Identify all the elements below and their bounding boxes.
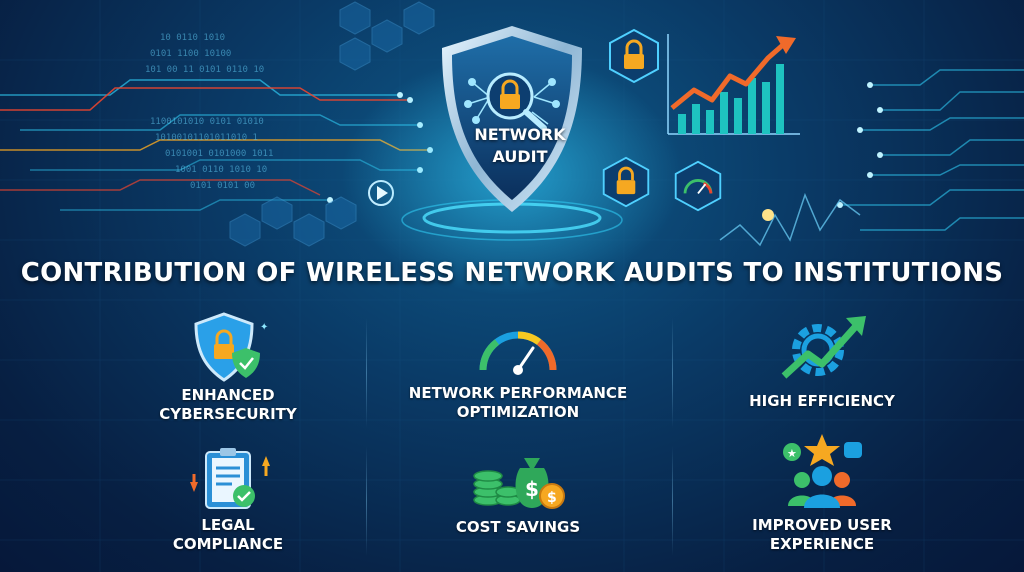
feature-label: HIGH EFFICIENCY — [672, 392, 972, 411]
svg-text:✦: ✦ — [260, 322, 268, 333]
feature-label-line1: IMPROVED USER — [752, 516, 892, 534]
column-divider — [672, 318, 673, 428]
feature-legal-compliance: LEGAL COMPLIANCE — [78, 446, 378, 554]
svg-text:10 0110 1010: 10 0110 1010 — [160, 33, 225, 43]
svg-text:$: $ — [547, 490, 557, 506]
feature-label-line1: COST SAVINGS — [455, 518, 581, 536]
network-audit-shield-icon — [442, 26, 582, 212]
svg-text:0101 0101 00: 0101 0101 00 — [190, 181, 255, 191]
hex-lock-icon — [602, 156, 650, 208]
clipboard-check-icon — [190, 448, 270, 509]
shield-badge-line2: AUDIT — [492, 147, 548, 166]
column-divider — [366, 318, 367, 428]
feature-label: ENHANCED CYBERSECURITY — [78, 386, 378, 424]
column-divider — [672, 446, 673, 556]
feature-cost-savings: $ $ COST SAVINGS — [368, 446, 668, 537]
hex-gauge-icon — [674, 160, 722, 212]
money-bag-icon: $ $ — [473, 458, 565, 509]
growth-chart-icon — [667, 34, 800, 135]
hex-lock-icon — [609, 28, 659, 84]
feature-label-line1: HIGH EFFICIENCY — [749, 392, 895, 410]
svg-text:1100101010 0101 01010: 1100101010 0101 01010 — [150, 117, 264, 127]
shield-badge-label: NETWORK AUDIT — [440, 124, 600, 168]
feature-improved-user-experience: ★ IMPROVED USER EXPERIENCE — [672, 432, 972, 554]
feature-label-line2: OPTIMIZATION — [456, 403, 580, 421]
users-star-icon: ★ — [783, 434, 862, 508]
svg-text:$: $ — [525, 477, 539, 501]
svg-text:0101001 0101000 1011: 0101001 0101000 1011 — [165, 149, 273, 159]
svg-text:★: ★ — [787, 447, 797, 460]
gear-arrow-icon — [781, 316, 866, 379]
page-title: CONTRIBUTION OF WIRELESS NETWORK AUDITS … — [20, 258, 1004, 288]
feature-label-line1: ENHANCED — [181, 386, 275, 404]
feature-label: LEGAL COMPLIANCE — [78, 516, 378, 554]
svg-text:101 00 11 0101 0110 10: 101 00 11 0101 0110 10 — [145, 65, 264, 75]
svg-text:10100101101011010 1: 10100101101011010 1 — [155, 133, 258, 143]
column-divider — [366, 446, 367, 556]
feature-high-efficiency: HIGH EFFICIENCY — [672, 310, 972, 411]
feature-label: COST SAVINGS — [368, 518, 668, 537]
feature-label-line2: EXPERIENCE — [769, 535, 875, 553]
svg-text:1001 0110 1010 10: 1001 0110 1010 10 — [175, 165, 267, 175]
feature-label-line1: LEGAL — [201, 516, 255, 534]
svg-text:0101 1100 10100: 0101 1100 10100 — [150, 49, 231, 59]
shield-lock-icon: ✦ — [194, 312, 268, 382]
feature-label-line1: NETWORK PERFORMANCE — [408, 384, 628, 402]
shield-badge-line1: NETWORK — [474, 125, 566, 144]
feature-label: NETWORK PERFORMANCE OPTIMIZATION — [368, 384, 668, 422]
feature-label-line2: CYBERSECURITY — [159, 405, 297, 423]
feature-label-line2: COMPLIANCE — [172, 535, 284, 553]
feature-network-performance: NETWORK PERFORMANCE OPTIMIZATION — [368, 314, 668, 422]
feature-label: IMPROVED USER EXPERIENCE — [672, 516, 972, 554]
speedometer-icon — [479, 331, 557, 375]
feature-enhanced-cybersecurity: ✦ ENHANCED CYBERSECURITY — [78, 310, 378, 424]
